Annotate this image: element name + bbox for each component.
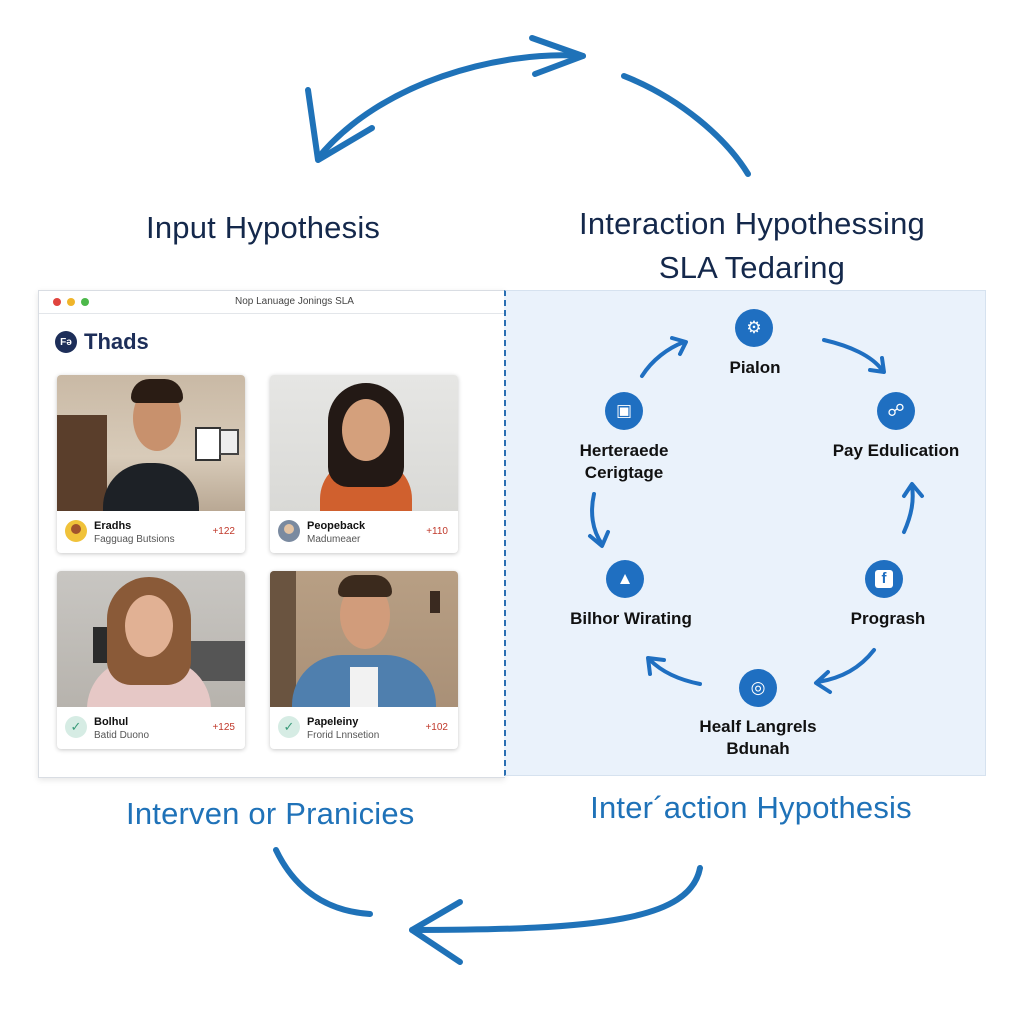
top-right-cycle-arc — [621, 73, 751, 177]
participant-subtitle: Madumeaer — [307, 534, 361, 545]
participant-photo — [57, 375, 245, 511]
participant-card[interactable]: Eradhs Fagguag Butsions +122 — [57, 375, 245, 553]
top-cycle-arrowhead — [529, 35, 586, 77]
user-avatar-icon — [278, 520, 300, 542]
heading-interven-or-pranicies: Interven or Pranicies — [126, 796, 415, 831]
brand-logo-icon: Fə — [55, 331, 77, 353]
participant-name: Peopeback — [307, 520, 366, 532]
check-icon: ✓ — [65, 716, 87, 738]
participant-photo — [57, 571, 245, 707]
brand-name: Thads — [84, 329, 149, 354]
heading-sla-tedaring: SLA Tedaring — [658, 250, 846, 285]
participant-name: Bolhul — [94, 716, 129, 728]
briefcase-icon[interactable]: ▣ — [605, 392, 643, 430]
bottom-cycle-arrow — [409, 865, 703, 933]
video-call-window: Nop Lanuage Jonings SLA Fə Thads Eradhs … — [38, 290, 505, 778]
heading-interaction-hypothesis: Inter´action Hypothesis — [590, 790, 912, 825]
participant-subtitle: Fagguag Butsions — [94, 534, 175, 545]
maximize-window-dot[interactable] — [81, 298, 89, 306]
heading-input-hypothesis: Input Hypothesis — [146, 210, 381, 245]
puzzle-icon[interactable]: ⚙ — [735, 309, 773, 347]
user-avatar-icon — [65, 520, 87, 542]
check-icon: ✓ — [278, 716, 300, 738]
bottom-cycle-arc — [273, 847, 373, 917]
participant-card[interactable]: Peopeback Madumeaer +110 — [270, 375, 458, 553]
participant-subtitle: Frorid Lnnsetion — [307, 730, 380, 741]
bottom-cycle-arrowhead — [409, 899, 463, 965]
heading-interaction-hypothessing: Interaction Hypothessing — [579, 206, 925, 241]
cycle-node-label: Bilhor Wirating — [570, 609, 692, 628]
participant-count: +122 — [212, 526, 235, 537]
participant-count: +102 — [425, 722, 448, 733]
close-window-dot[interactable] — [53, 298, 61, 306]
window-title: Nop Lanuage Jonings SLA — [235, 296, 354, 307]
mountain-icon[interactable]: ▲ — [606, 560, 644, 598]
minimize-window-dot[interactable] — [67, 298, 75, 306]
top-cycle-arrow — [315, 52, 586, 161]
participant-card[interactable]: ✓ Papeleiny Frorid Lnnsetion +102 — [270, 571, 458, 749]
participant-card[interactable]: ✓ Bolhul Batid Duono +125 — [57, 571, 245, 749]
participant-photo — [270, 571, 458, 707]
participant-name: Eradhs — [94, 520, 132, 532]
participant-name: Papeleiny — [307, 716, 359, 728]
facebook-icon[interactable]: f — [865, 560, 903, 598]
window-titlebar: Nop Lanuage Jonings SLA — [39, 291, 505, 314]
cycle-node-label: Pay Edulication — [832, 441, 960, 460]
share-icon[interactable]: ☍ — [877, 392, 915, 430]
cycle-node-label: Pialon — [729, 358, 781, 377]
cycle-node-label: Healf Langrels Bdunah — [699, 717, 817, 758]
cycle-node-label: Herteraede Cerigtage — [579, 441, 669, 482]
participant-subtitle: Batid Duono — [94, 730, 150, 741]
globe-icon[interactable]: ◎ — [739, 669, 777, 707]
participant-count: +110 — [426, 526, 448, 537]
app-brand[interactable]: Fə Thads — [55, 329, 149, 355]
top-left-cycle-arrowhead — [305, 87, 375, 163]
cycle-node-label: Progrash — [850, 609, 926, 628]
participant-photo — [270, 375, 458, 511]
participant-count: +125 — [212, 722, 235, 733]
